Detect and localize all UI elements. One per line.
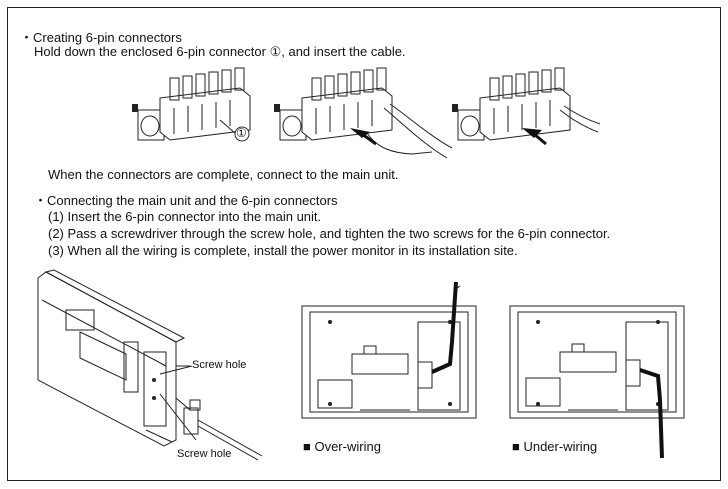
under-wiring-label: ■ Under-wiring [512,439,598,454]
over-wiring-label: ■ Over-wiring [303,439,381,454]
complete-note: When the connectors are complete, connec… [48,167,399,182]
under-wiring-figure [509,305,685,459]
section2-heading: ・Connecting the main unit and the 6-pin … [34,193,338,208]
step-1: (1) Insert the 6-pin connector into the … [48,209,322,224]
section1-instruction: Hold down the enclosed 6-pin connector ①… [34,44,406,59]
step-2: (2) Pass a screwdriver through the screw… [48,226,611,241]
document-frame [7,7,721,481]
connector-figure-2 [274,67,453,159]
connector-figure-3 [452,67,601,146]
connector-figure-1 [132,67,251,142]
screw-hole-label-top: Screw hole [192,359,247,371]
over-wiring-figure [301,281,477,419]
section1-heading: ・Creating 6-pin connectors [20,30,182,45]
step-3: (3) When all the wiring is complete, ins… [48,243,518,258]
screw-hole-label-bottom: Screw hole [177,448,232,460]
main-unit-figure [37,269,263,461]
callout-number: ① [236,126,247,140]
